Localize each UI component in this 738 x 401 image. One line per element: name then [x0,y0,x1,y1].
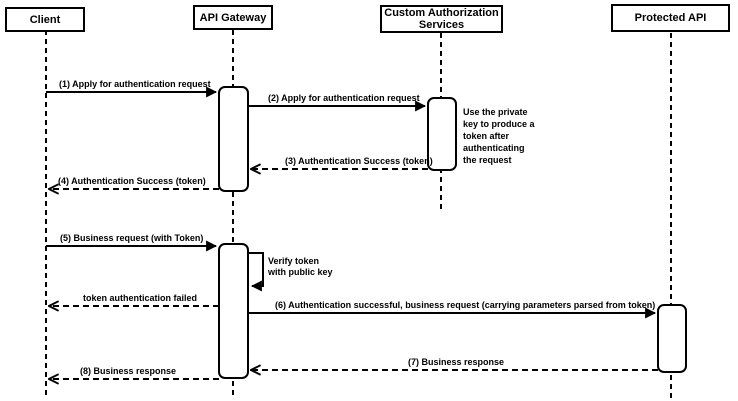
message-token-failed-label: token authentication failed [83,293,198,303]
message-3-label: (3) Authentication Success (token) [285,156,433,166]
actor-protected-api: Protected API [611,4,730,32]
actor-client: Client [5,7,85,32]
activation-protected-api [657,304,687,373]
message-6-label: (6) Authentication successful, business … [275,300,656,310]
actor-custom-authorization-services: Custom Authorization Services [380,5,503,33]
actor-client-label: Client [29,13,61,26]
actor-protected-api-label: Protected API [634,12,707,24]
activation-api-gateway-auth [218,86,249,192]
activation-api-gateway-business [218,243,249,379]
self-message-verify-token-label: Verify token with public key [268,256,333,277]
message-5-label: (5) Business request (with Token) [60,233,204,243]
actor-custom-authorization-services-label: Custom Authorization Services [384,7,499,31]
note-private-key: Use the private key to produce a token a… [463,107,535,165]
self-message-verify-token-arrow [248,252,264,292]
message-4-label: (4) Authentication Success (token) [58,176,206,186]
message-2-label: (2) Apply for authentication request [268,93,420,103]
message-1-label: (1) Apply for authentication request [59,79,211,89]
actor-api-gateway: API Gateway [193,5,273,30]
message-8-label: (8) Business response [80,366,177,376]
activation-custom-authorization [427,97,457,171]
message-7-label: (7) Business response [408,357,505,367]
actor-api-gateway-label: API Gateway [199,11,267,24]
